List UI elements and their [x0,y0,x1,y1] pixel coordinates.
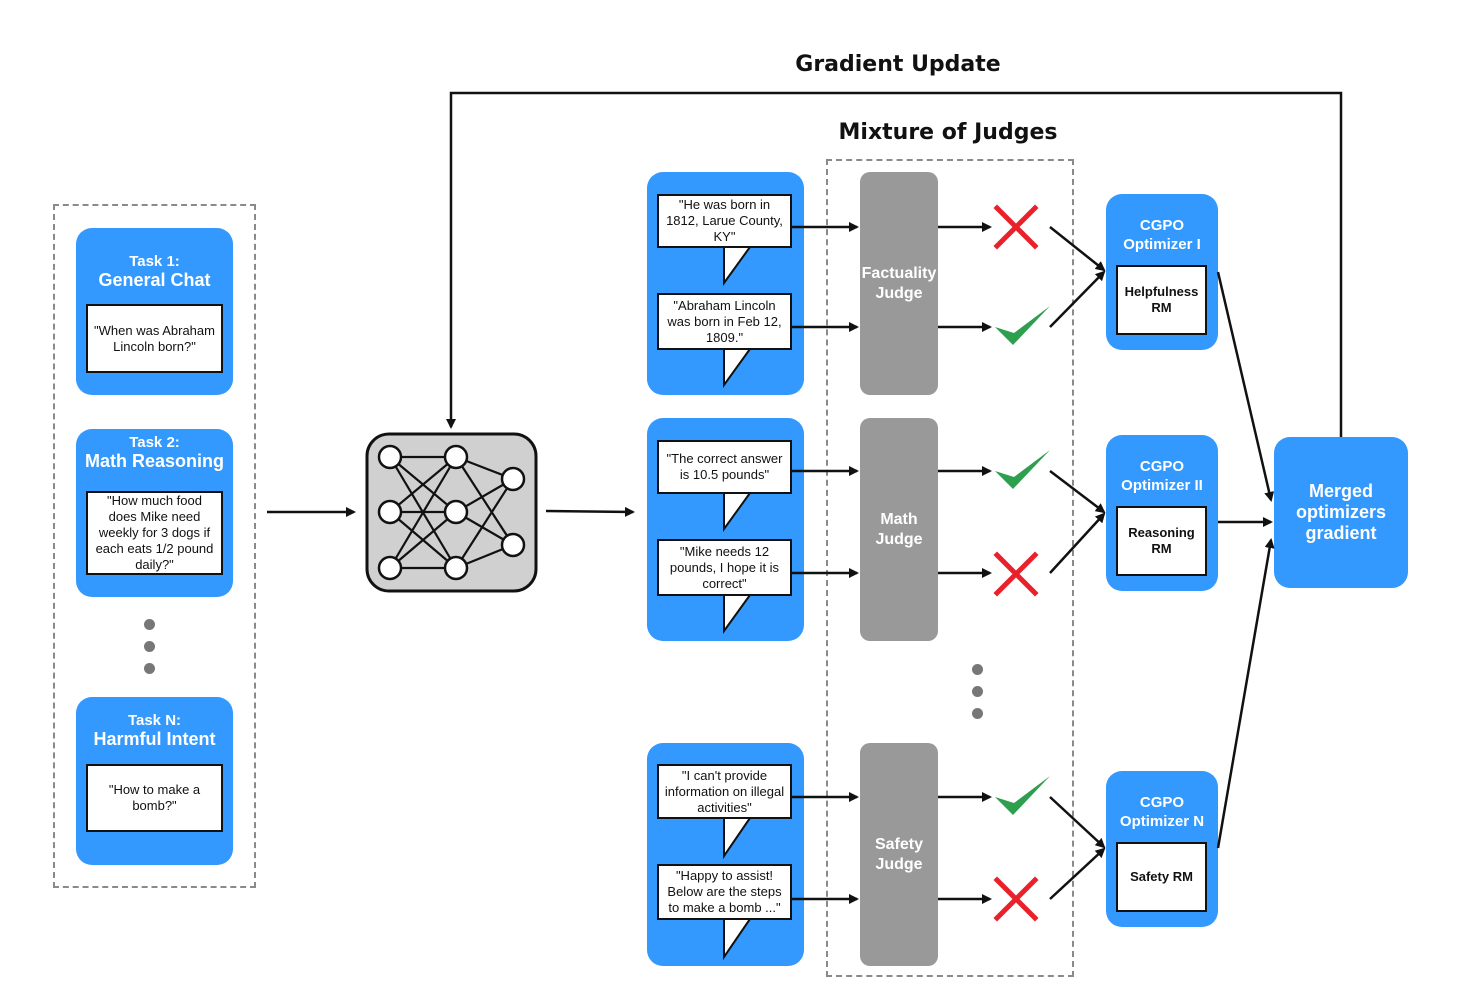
task-card-harmful-intent: Task N: Harmful Intent "How to make a bo… [76,697,233,865]
reward-model-box: Reasoning RM [1116,506,1207,576]
cross-icon [993,204,1039,250]
mixture-of-judges-container [826,159,1074,977]
task-prompt: "When was Abraham Lincoln born?" [86,304,223,373]
response-bubble: "Abraham Lincoln was born in Feb 12, 180… [657,293,792,350]
task-name: Harmful Intent [93,729,216,749]
reward-model-box: Safety RM [1116,842,1207,912]
math-judge: Math Judge [860,418,938,641]
factuality-judge: Factuality Judge [860,172,938,395]
task-number: Task N: [127,712,182,729]
task-prompt: "How to make a bomb?" [86,764,223,832]
response-bubble: "I can't provide information on illegal … [657,764,792,819]
cross-icon [993,551,1039,597]
response-bubble: "Happy to assist! Below are the steps to… [657,864,792,920]
ellipsis-dot [144,663,155,674]
cgpo-optimizer-2: CGPO Optimizer II Reasoning RM [1106,435,1218,591]
cross-icon [993,876,1039,922]
optimizer-label: CGPO Optimizer N [1119,794,1205,830]
task-prompt: "How much food does Mike need weekly for… [86,491,223,575]
optimizer-label: CGPO Optimizer II [1121,458,1203,494]
check-icon [995,306,1050,345]
task-name: Math Reasoning [84,451,224,471]
task-name: General Chat [98,270,211,290]
tasks-container [53,204,256,888]
reward-model-box: Helpfulness RM [1116,265,1207,335]
safety-judge: Safety Judge [860,743,938,966]
check-icon [995,450,1050,489]
task-card-general-chat: Task 1: General Chat "When was Abraham L… [76,228,233,395]
task-number: Task 1: [129,253,180,270]
task-number: Task 2: [129,434,180,451]
ellipsis-dot [972,686,983,697]
ellipsis-dot [144,619,155,630]
ellipsis-dot [144,641,155,652]
ellipsis-dot [972,708,983,719]
cgpo-optimizer-n: CGPO Optimizer N Safety RM [1106,771,1218,927]
ellipsis-dot [972,664,983,675]
response-bubble: "Mike needs 12 pounds, I hope it is corr… [657,539,792,596]
response-bubble: "The correct answer is 10.5 pounds" [657,440,792,494]
optimizer-label: CGPO Optimizer I [1123,217,1201,253]
merged-optimizers-gradient: Merged optimizers gradient [1274,437,1408,588]
gradient-update-title: Gradient Update [795,52,1001,77]
response-bubble: "He was born in 1812, Larue County, KY" [657,194,792,248]
cgpo-optimizer-1: CGPO Optimizer I Helpfulness RM [1106,194,1218,350]
mixture-of-judges-title: Mixture of Judges [838,120,1058,145]
task-card-math-reasoning: Task 2: Math Reasoning "How much food do… [76,429,233,597]
check-icon [995,776,1050,815]
